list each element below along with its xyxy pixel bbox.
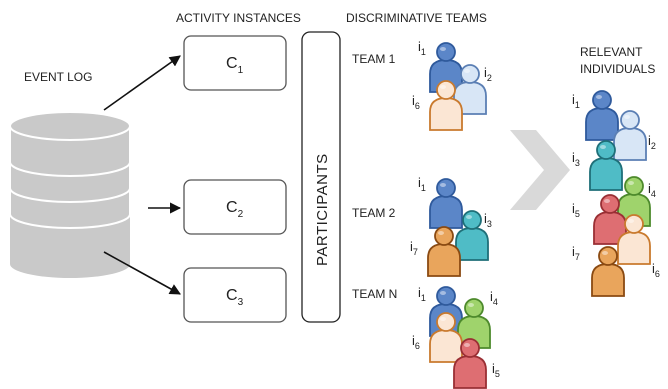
person-icon [589,140,623,191]
person-icon [429,80,463,131]
person-label: i4 [490,289,498,307]
person-label: i5 [492,361,500,379]
relevant-header-line2: INDIVIDUALS [580,62,655,76]
person-label: i2 [484,65,492,83]
instance-box-c3: C3 [183,267,287,323]
person-icon [613,110,647,161]
person-icon [455,210,489,261]
relevant-individuals-people: i1 i2 i3 i4 i5 i6 i7 [572,90,660,297]
person-icon [427,226,461,277]
team-n-label: TEAM N [352,287,397,301]
person-icon [617,214,651,265]
relevant-header-line1: RELEVANT [580,45,643,59]
team-1-people: i1 i2 i6 [412,39,492,131]
svg-text:C2: C2 [226,199,244,220]
person-label: i6 [412,93,420,111]
person-icon [591,246,625,297]
svg-text:C1: C1 [226,55,244,76]
person-icon [585,90,619,141]
event-log-label: EVENT LOG [24,70,92,84]
person-label: i1 [418,39,426,57]
team-2-label: TEAM 2 [352,206,396,220]
person-icon [453,338,487,389]
person-label: i7 [572,244,580,262]
instance-box-c1: C1 [183,35,287,91]
svg-text:C3: C3 [226,287,244,308]
arrow-to-c3 [103,251,181,295]
person-label: i6 [652,261,660,279]
team-2-people: i1 i3 i7 [410,175,492,277]
person-label: i1 [418,285,426,303]
person-label: i3 [484,211,492,229]
person-label: i4 [648,181,656,199]
person-label: i1 [572,92,580,110]
database-icon [9,111,131,278]
team-n-people: i1 i4 i6 i5 [412,285,500,389]
instance-box-c2: C2 [183,179,287,235]
team-1-label: TEAM 1 [352,52,396,66]
person-label: i1 [418,175,426,193]
person-icon [617,176,651,227]
person-icon [593,194,627,245]
discriminative-teams-header: DISCRIMINATIVE TEAMS [346,11,487,25]
person-label: i3 [572,150,580,168]
person-label: i5 [572,201,580,219]
person-label: i7 [410,239,418,257]
person-icon [429,312,463,363]
participants-label: PARTICIPANTS [314,153,331,266]
person-label: i2 [648,133,656,151]
arrow-to-c1 [103,55,181,111]
person-icon [429,178,463,229]
chevron-arrow-icon [510,130,570,210]
person-label: i6 [412,333,420,351]
activity-instances-header: ACTIVITY INSTANCES [176,11,301,25]
participants-bar: PARTICIPANTS [301,31,341,323]
